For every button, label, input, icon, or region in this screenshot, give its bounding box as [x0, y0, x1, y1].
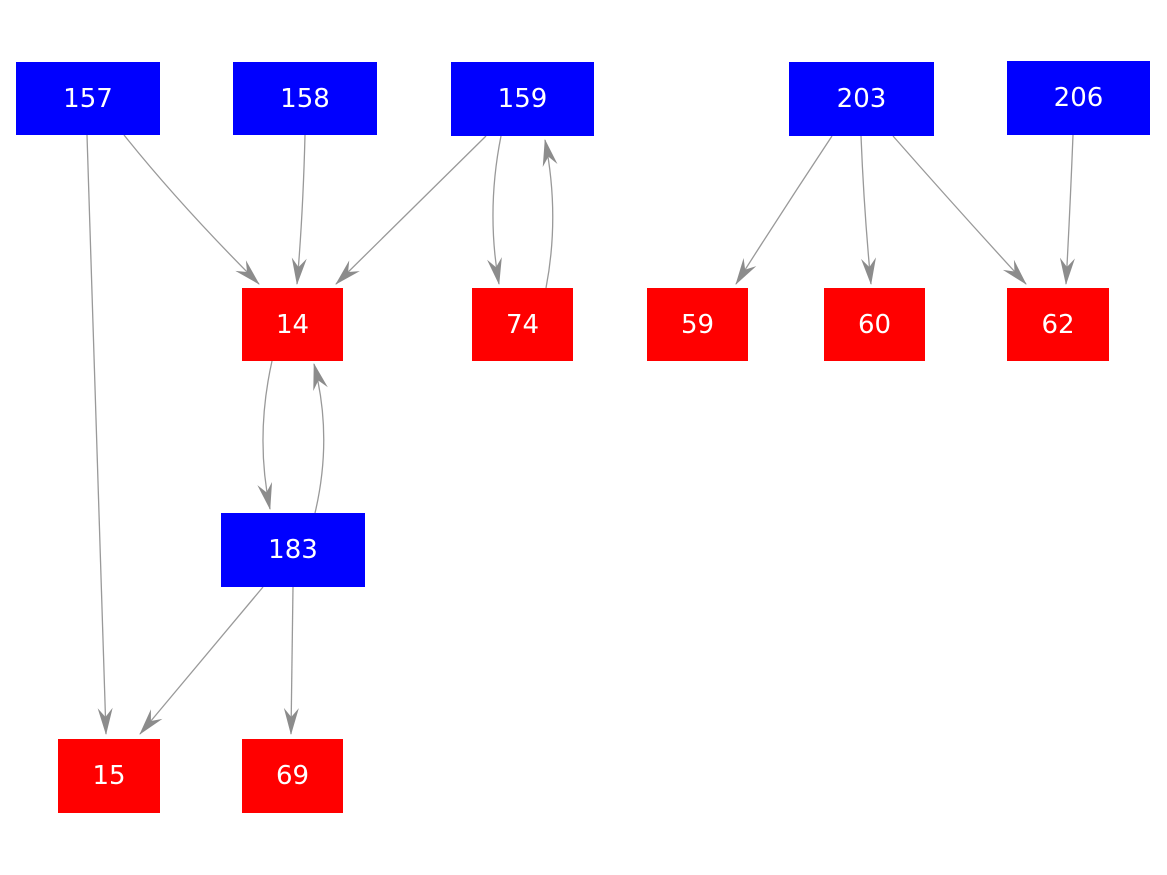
node-label: 203 [836, 84, 887, 114]
edge-203-to-59 [735, 135, 833, 285]
node-label: 74 [505, 309, 540, 340]
edge-74-to-159 [542, 139, 558, 289]
edge-203-to-60 [860, 135, 876, 285]
node-74: 74 [472, 288, 573, 361]
node-59: 59 [647, 288, 748, 361]
node-15: 15 [58, 739, 160, 813]
edge-183-to-69 [283, 586, 299, 735]
edge-183-to-15 [139, 586, 264, 735]
node-label: 59 [680, 309, 715, 340]
node-label: 159 [497, 84, 548, 114]
node-label: 15 [92, 761, 126, 791]
node-label: 60 [857, 309, 892, 340]
node-183: 183 [221, 513, 365, 587]
node-62: 62 [1007, 288, 1109, 361]
node-203: 203 [789, 62, 934, 136]
node-158: 158 [233, 62, 377, 135]
node-label: 157 [63, 83, 113, 114]
edge-203-to-62 [892, 135, 1027, 285]
node-206: 206 [1007, 61, 1150, 135]
node-157: 157 [16, 62, 160, 135]
node-label: 62 [1041, 309, 1075, 340]
node-label: 14 [275, 309, 310, 340]
node-69: 69 [242, 739, 343, 813]
node-60: 60 [824, 288, 925, 361]
edge-183-to-14 [313, 363, 328, 514]
edge-157-to-15 [86, 134, 113, 735]
edge-158-to-14 [291, 134, 307, 285]
edge-157-to-14 [123, 134, 260, 285]
node-label: 69 [275, 761, 310, 791]
node-label: 158 [280, 83, 330, 114]
node-label: 183 [268, 535, 318, 565]
node-159: 159 [451, 62, 594, 136]
edge-159-to-14 [335, 135, 487, 285]
edge-159-to-74 [487, 135, 502, 285]
edge-206-to-62 [1059, 134, 1075, 285]
edge-14-to-183 [257, 360, 273, 510]
node-label: 206 [1053, 83, 1104, 113]
node-14: 14 [242, 288, 343, 361]
edge-group [86, 134, 1075, 735]
